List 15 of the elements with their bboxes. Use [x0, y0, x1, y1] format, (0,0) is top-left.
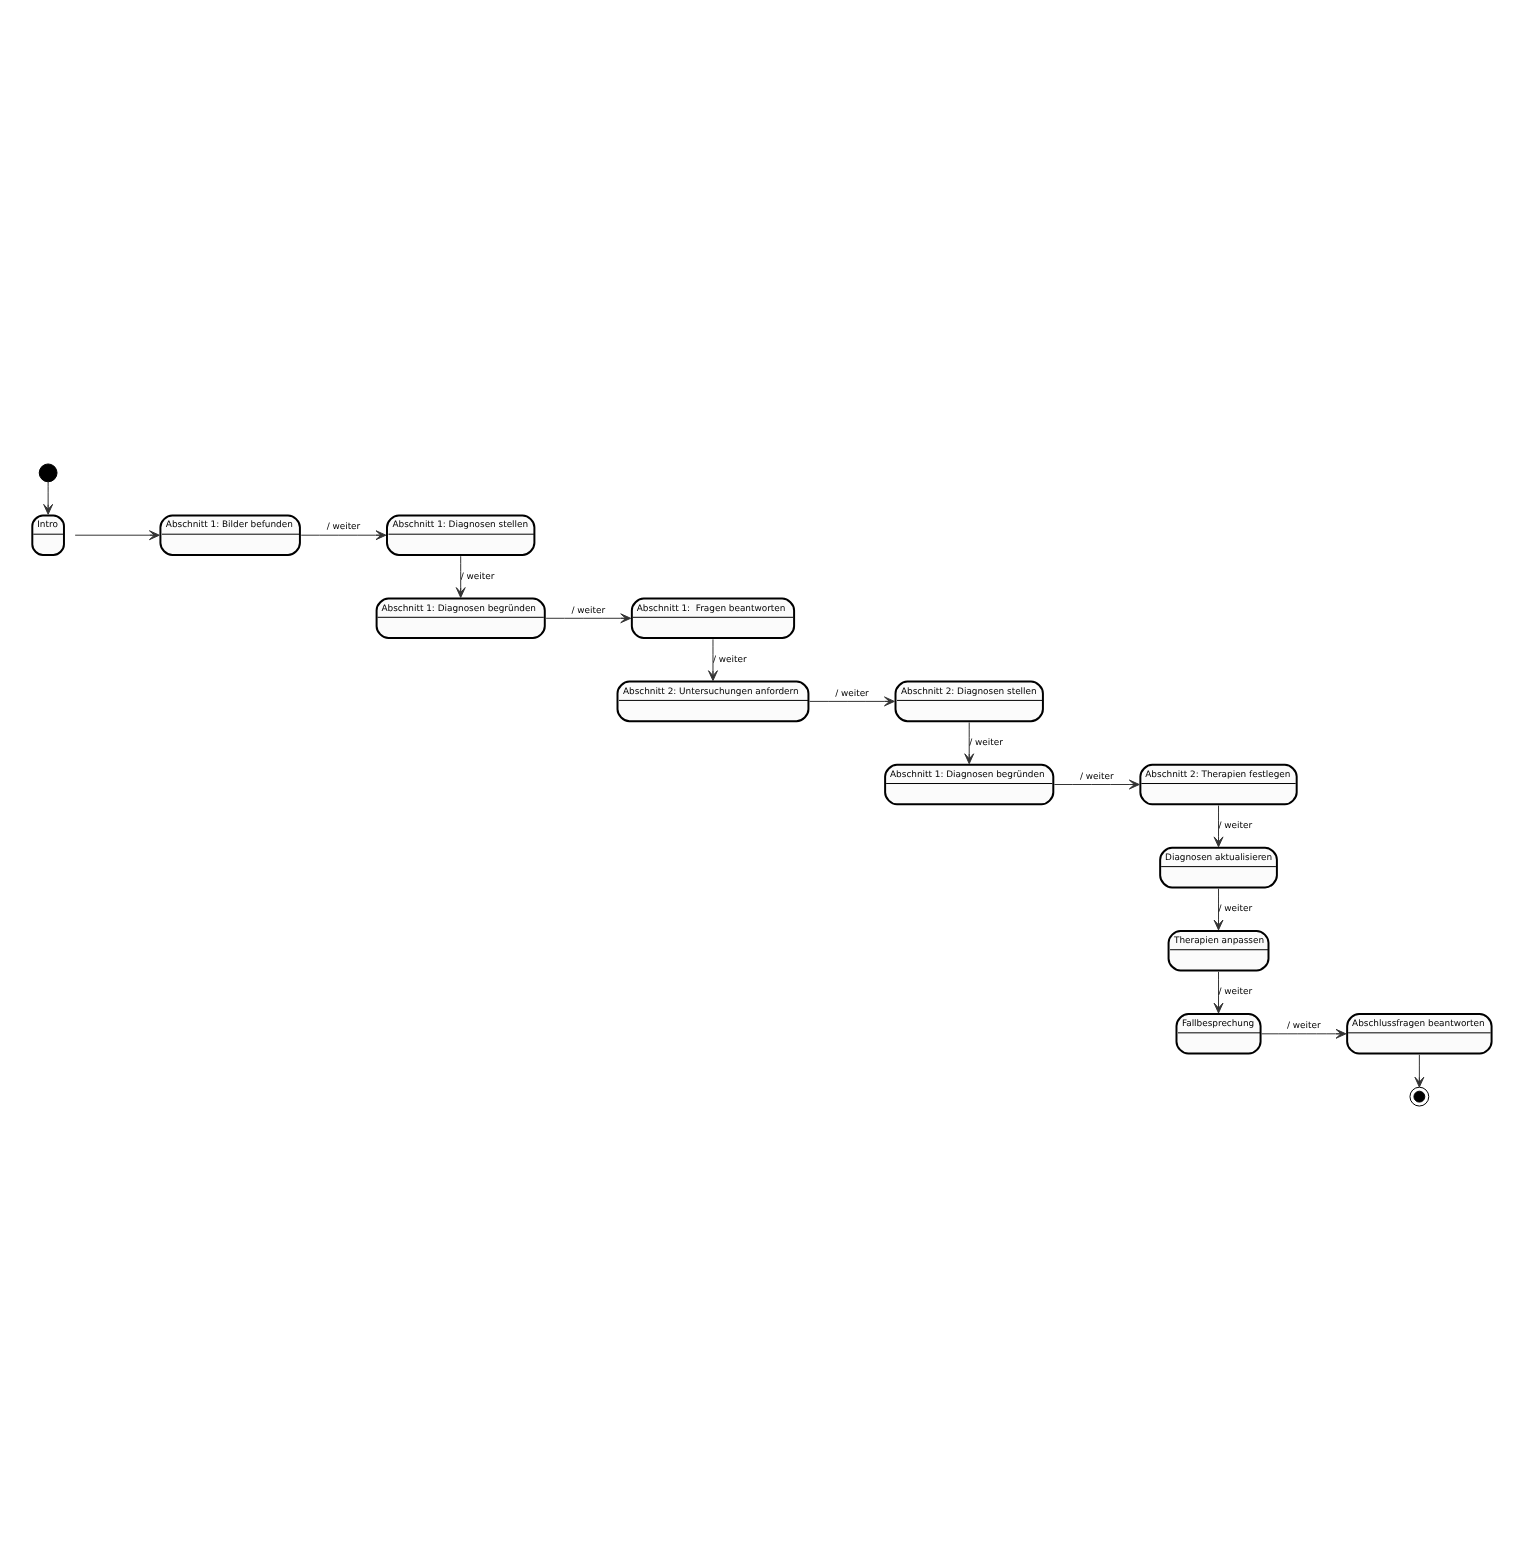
arrow — [1261, 1027, 1347, 1038]
arrow — [1053, 778, 1140, 789]
arrow — [455, 554, 466, 597]
arrow — [1213, 970, 1224, 1013]
node-circle — [38, 462, 58, 482]
arrow — [809, 695, 895, 706]
arrow — [964, 720, 975, 764]
arrow — [1213, 887, 1224, 930]
arrow — [43, 480, 54, 514]
arrow — [1213, 804, 1224, 847]
arrow — [545, 612, 632, 623]
arrow — [708, 637, 718, 681]
arrow — [300, 529, 387, 540]
arrow — [74, 529, 160, 540]
arrow — [1414, 1053, 1425, 1087]
